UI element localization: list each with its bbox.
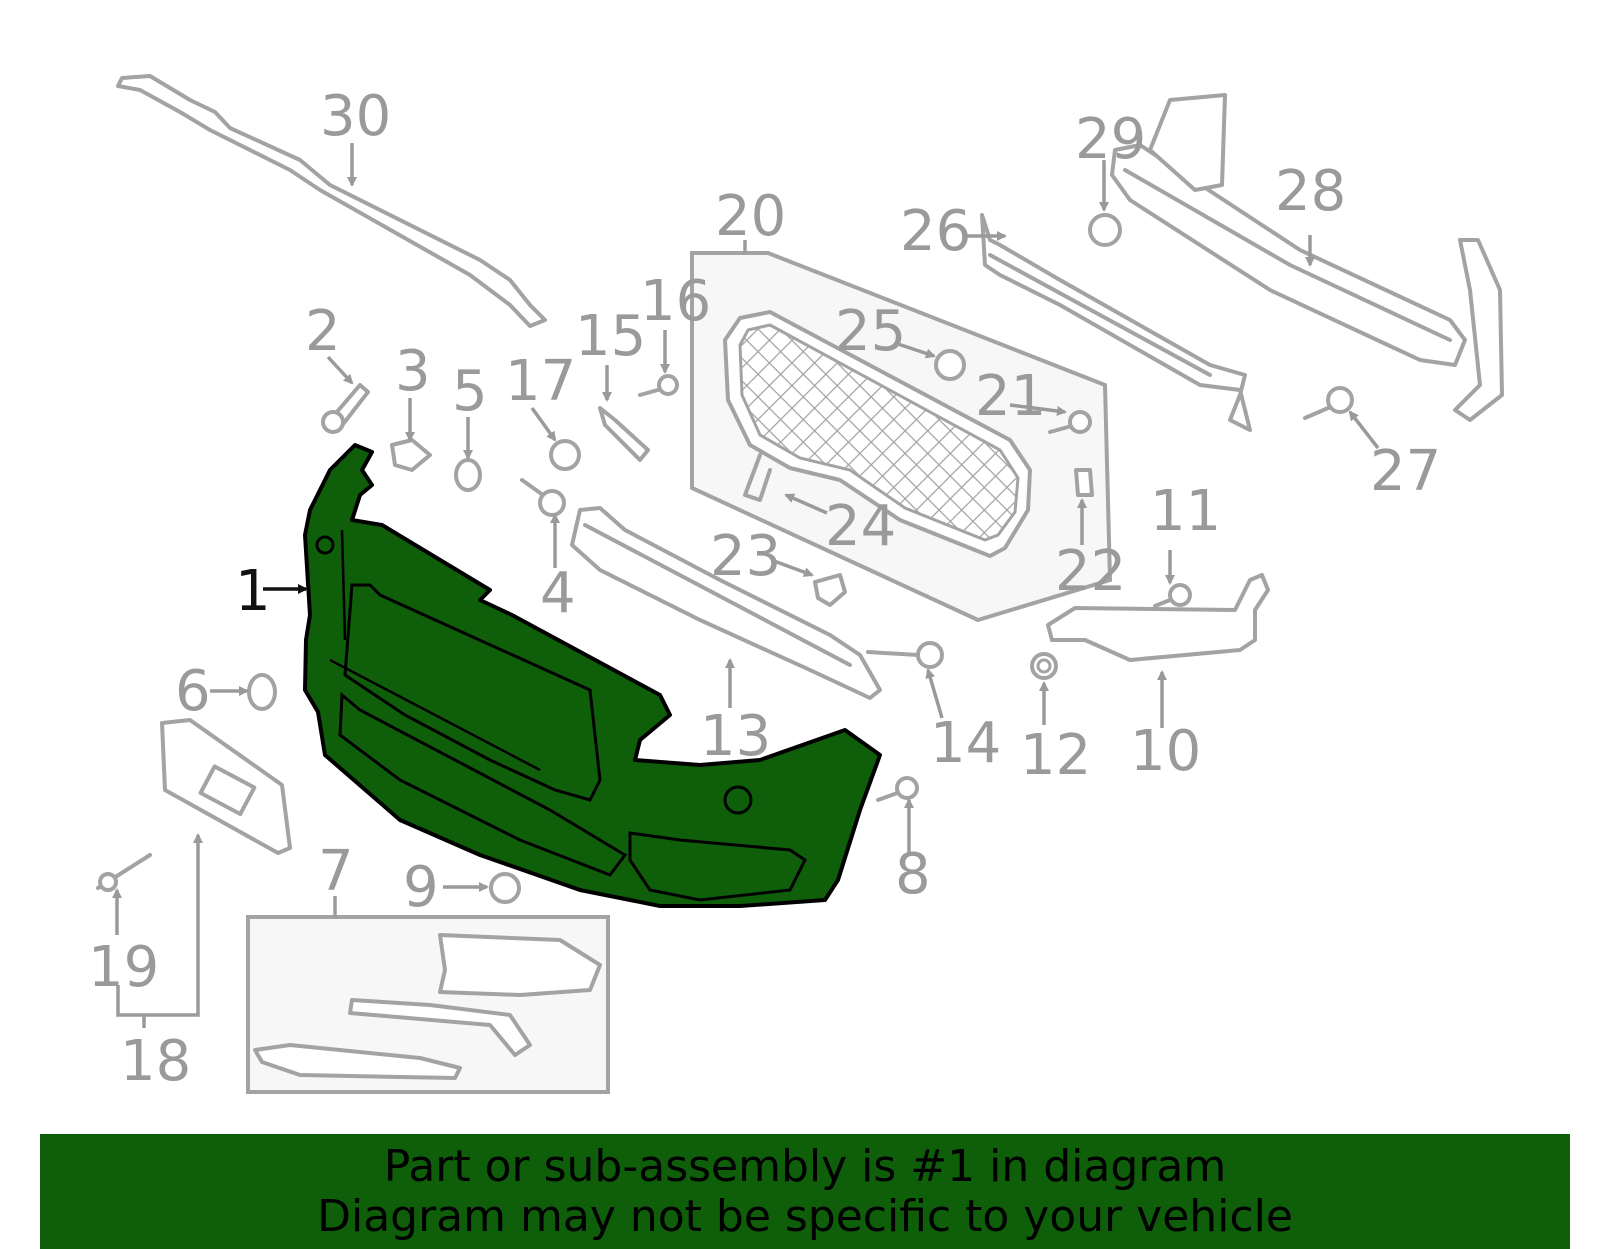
callout-labels: 1 2 3 4 5 6 7 8 9 10 11 12 13 14 15 16 1… [88, 84, 1441, 1094]
part-1-bumper-cover-highlighted [303, 443, 882, 908]
callout-25: 25 [835, 299, 906, 364]
callout-29: 29 [1075, 107, 1146, 172]
callout-11: 11 [1150, 479, 1221, 544]
callout-14: 14 [930, 711, 1001, 776]
callout-16: 16 [640, 269, 711, 334]
callout-15: 15 [575, 304, 646, 369]
callout-5: 5 [452, 359, 488, 424]
callout-21: 21 [975, 364, 1046, 429]
callout-7: 7 [318, 839, 354, 904]
callout-17: 17 [505, 349, 576, 414]
banner-line-2: Diagram may not be specific to your vehi… [317, 1190, 1293, 1242]
callout-30: 30 [320, 84, 391, 149]
part-13-lower-strip [570, 506, 882, 700]
trim-box-7 [246, 915, 610, 1094]
banner-line-1: Part or sub-assembly is #1 in diagram [383, 1140, 1227, 1192]
callout-2: 2 [305, 299, 341, 364]
part-30-upper-strip [116, 74, 547, 328]
callout-27: 27 [1370, 439, 1441, 504]
callout-26: 26 [900, 199, 971, 264]
part-28-reinforcement-beam [1110, 93, 1504, 422]
part-10-bracket [1046, 573, 1270, 662]
callout-13: 13 [700, 704, 771, 769]
callout-6: 6 [175, 659, 211, 724]
callout-23: 23 [710, 524, 781, 589]
callout-24: 24 [825, 494, 896, 559]
small-fasteners [96, 213, 1354, 904]
part-18-license-bracket [160, 718, 292, 855]
callout-18: 18 [120, 1029, 191, 1094]
callout-28: 28 [1275, 159, 1346, 224]
callout-8: 8 [895, 842, 931, 907]
grille-assembly-box-20 [690, 251, 1113, 623]
leader-lines [112, 143, 1380, 1028]
callout-20: 20 [715, 184, 786, 249]
callout-22: 22 [1055, 539, 1126, 604]
part-26-energy-absorber [980, 213, 1252, 432]
info-banner: Part or sub-assembly is #1 in diagram Di… [40, 1134, 1570, 1249]
callout-9: 9 [403, 855, 439, 920]
callout-1: 1 [235, 559, 271, 624]
callout-3: 3 [395, 339, 431, 404]
callout-19: 19 [88, 935, 159, 1000]
callout-4: 4 [540, 561, 576, 626]
callout-12: 12 [1020, 723, 1091, 788]
callout-10: 10 [1130, 719, 1201, 784]
